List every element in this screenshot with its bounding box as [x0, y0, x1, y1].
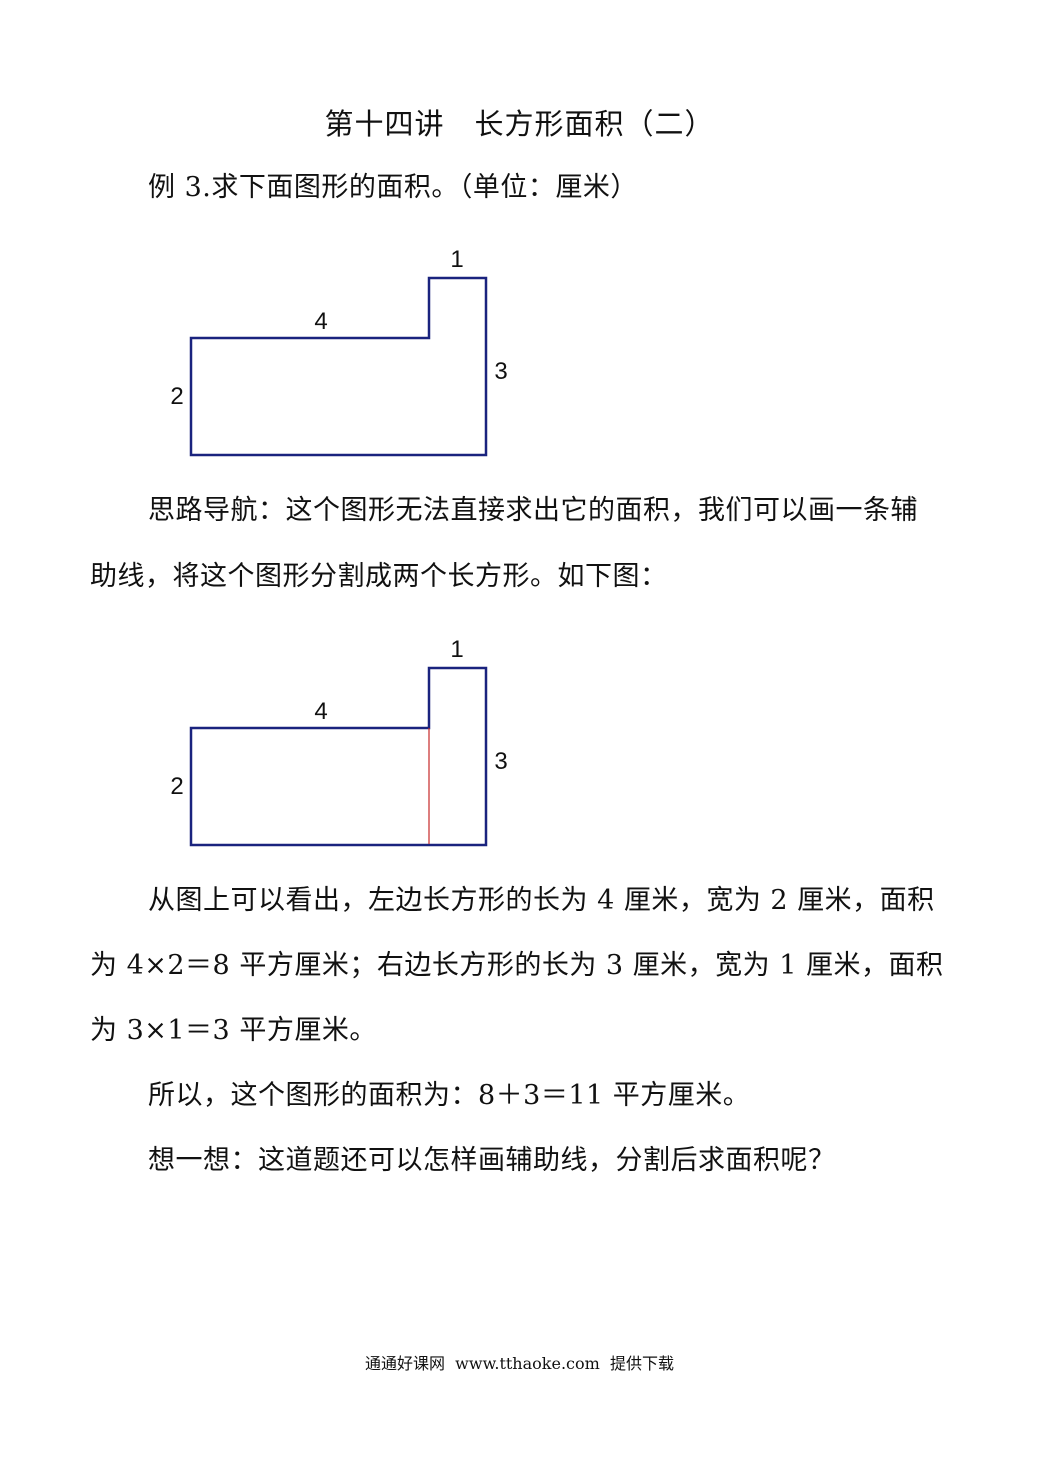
conclusion: 所以，这个图形的面积为：8＋3＝11 平方厘米。 [148, 1080, 751, 1111]
dimension-label-top: 1 [450, 636, 463, 663]
l-shape-figure-divided: 1 4 3 2 [170, 636, 508, 847]
dimension-label-right: 3 [494, 358, 507, 385]
guide-line-1: 思路导航：这个图形无法直接求出它的面积，我们可以画一条辅 [148, 495, 918, 526]
think-question: 想一想：这道题还可以怎样画辅助线，分割后求面积呢？ [148, 1145, 836, 1176]
l-shape-outline [189, 276, 488, 457]
dimension-label-long: 4 [314, 698, 327, 725]
page-title: 第十四讲 长方形面积（二） [324, 107, 715, 141]
footer-source: 通通好课网 www.tthaoke.com 提供下载 [365, 1354, 674, 1373]
explanation-line-3: 为 3×1＝3 平方厘米。 [90, 1015, 377, 1046]
guide-line-2: 助线，将这个图形分割成两个长方形。如下图： [90, 561, 668, 592]
dimension-label-left: 2 [170, 773, 183, 800]
dimension-label-top: 1 [450, 246, 463, 273]
example-statement: 例 3.求下面图形的面积。（单位：厘米） [148, 172, 638, 203]
dimension-label-left: 2 [170, 383, 183, 410]
dimension-label-right: 3 [494, 748, 507, 775]
explanation-line-2: 为 4×2＝8 平方厘米；右边长方形的长为 3 厘米，宽为 1 厘米，面积 [90, 950, 944, 981]
explanation-line-1: 从图上可以看出，左边长方形的长为 4 厘米，宽为 2 厘米，面积 [148, 885, 935, 916]
l-shape-outline [189, 666, 488, 847]
l-shape-figure: 1 4 3 2 [170, 246, 508, 457]
dimension-label-long: 4 [314, 308, 327, 335]
